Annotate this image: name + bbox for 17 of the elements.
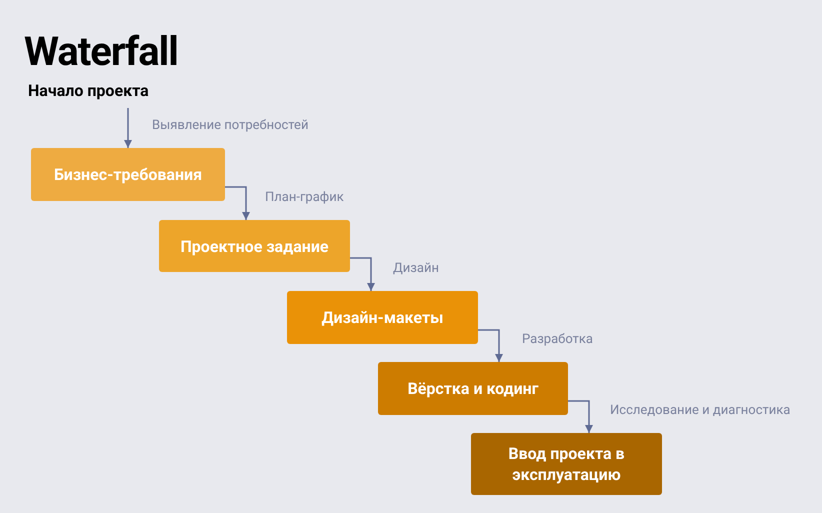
edge-label: Разработка (522, 331, 593, 349)
stage-box: Дизайн-макеты (287, 291, 478, 344)
arrow (478, 329, 503, 362)
edge-label: План-график (265, 189, 344, 207)
start-label: Начало проекта (28, 80, 149, 102)
arrow (350, 257, 375, 291)
edge-label: Дизайн (393, 260, 439, 278)
edge-label: Исследование и диагностика (610, 402, 790, 420)
stage-box: Бизнес-требования (31, 148, 225, 201)
arrow (568, 400, 593, 433)
arrow (124, 108, 132, 148)
stage-box: Проектное задание (159, 220, 350, 272)
edge-label: Выявление потребностей (152, 117, 308, 135)
title: Waterfall (24, 28, 178, 76)
arrow (225, 186, 250, 220)
stage-box: Ввод проекта в эксплуатацию (471, 433, 662, 495)
stage-box: Вёрстка и кодинг (378, 362, 568, 415)
